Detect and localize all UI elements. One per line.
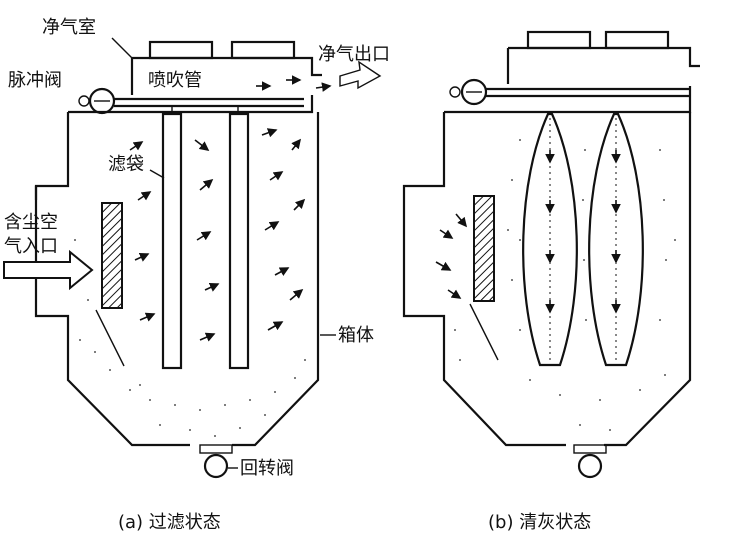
filter-state-diagram <box>3 40 382 479</box>
chamber-cap-left-b <box>526 30 592 50</box>
pulse-valve-b <box>449 78 488 106</box>
filter-bag-inflated-1 <box>522 112 578 367</box>
clean-chamber <box>68 56 322 114</box>
inlet-baffle <box>101 202 123 309</box>
blow-pipe <box>114 97 304 114</box>
pulse-arrows-b <box>545 150 621 314</box>
dust-stipple-b <box>454 139 676 431</box>
inlet-baffle-b <box>473 195 495 302</box>
label-clean-chamber: 净气室 <box>42 17 96 38</box>
blow-pipe-b <box>486 87 690 98</box>
rotary-valve-b <box>573 444 607 479</box>
cleaning-state-diagram <box>402 30 700 479</box>
label-inlet-line2: 气入口 <box>4 236 58 257</box>
chamber-cap-right <box>230 40 296 60</box>
pulse-valve <box>78 87 116 115</box>
filter-bag-1 <box>161 112 183 370</box>
caption-b: (b) 清灰状态 <box>488 512 591 533</box>
label-housing: 箱体 <box>338 325 374 346</box>
filter-bag-inflated-2 <box>588 112 644 367</box>
filter-bag-2 <box>228 112 250 370</box>
label-filter-bag: 滤袋 <box>108 154 144 175</box>
chamber-cap-left <box>148 40 214 60</box>
clean-outlet-arrow <box>339 60 382 90</box>
label-rotary-valve: 回转阀 <box>240 458 294 479</box>
leader-lines <box>111 37 336 469</box>
rotary-valve <box>199 444 233 479</box>
label-clean-outlet: 净气出口 <box>318 44 390 65</box>
clean-chamber-b <box>444 46 700 114</box>
inlet-arrow <box>3 249 94 291</box>
caption-a: (a) 过滤状态 <box>118 512 221 533</box>
label-blow-pipe: 喷吹管 <box>148 70 202 91</box>
flow-arrows-b <box>435 213 468 299</box>
housing-body <box>34 112 320 447</box>
flow-arrows-a <box>129 75 332 342</box>
dust-stipple-a <box>74 239 306 437</box>
chamber-cap-right-b <box>604 30 670 50</box>
housing-body-b <box>402 112 692 447</box>
label-inlet-line1: 含尘空 <box>4 212 58 233</box>
label-pulse-valve: 脉冲阀 <box>8 70 62 91</box>
